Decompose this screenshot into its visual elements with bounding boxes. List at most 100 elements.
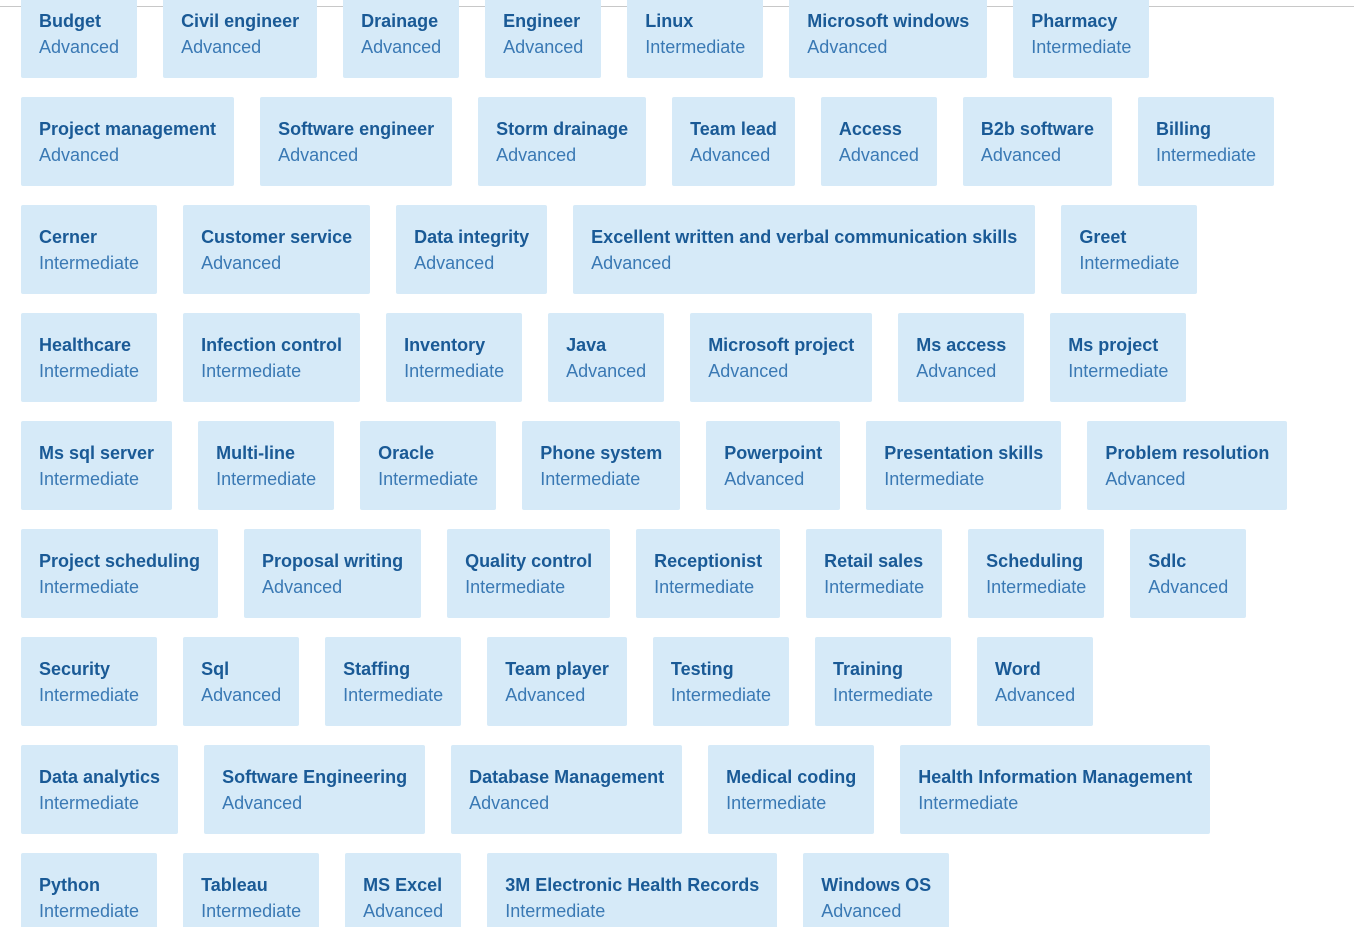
skill-name: Quality control [465, 551, 593, 571]
skill-level: Advanced [821, 901, 902, 921]
skill-name: Word [995, 659, 1041, 679]
skill-level: Intermediate [201, 361, 302, 381]
skill-level: Advanced [201, 685, 282, 705]
skill-name: Budget [39, 11, 101, 31]
skill-level: Intermediate [540, 469, 641, 489]
skill-level: Advanced [201, 253, 282, 273]
skill-name: Excellent written and verbal communicati… [591, 227, 1018, 247]
skill-name: 3M Electronic Health Records [505, 875, 760, 895]
skill-name: Ms access [916, 335, 1007, 355]
skill-name: Infection control [201, 335, 343, 355]
skill-level: Intermediate [343, 685, 444, 705]
skill-name: Data analytics [39, 767, 161, 787]
skill-name: Storm drainage [496, 119, 629, 139]
skill-name: Training [832, 659, 903, 679]
skill-name: Sql [201, 659, 230, 679]
skill-name: Pharmacy [1031, 11, 1118, 31]
skill-name: Powerpoint [724, 443, 823, 463]
skill-level: Advanced [222, 793, 303, 813]
skill-name: Access [838, 119, 902, 139]
skill-name: B2b software [980, 119, 1094, 139]
skill-level: Advanced [1148, 577, 1229, 597]
skill-name: Retail sales [824, 551, 924, 571]
skill-name: Java [566, 335, 607, 355]
skill-level: Intermediate [39, 793, 140, 813]
skill-name: Staffing [343, 659, 411, 679]
skill-level: Intermediate [1079, 253, 1180, 273]
skill-level: Advanced [690, 145, 771, 165]
skill-name: Cerner [39, 227, 98, 247]
skill-level: Intermediate [726, 793, 827, 813]
skill-name: Proposal writing [262, 551, 404, 571]
skill-name: Security [39, 659, 111, 679]
skill-name: Health Information Management [918, 767, 1193, 787]
skill-level: Advanced [363, 901, 444, 921]
skill-level: Advanced [591, 253, 672, 273]
skill-level: Intermediate [986, 577, 1087, 597]
skill-name: Healthcare [39, 335, 132, 355]
skill-level: Intermediate [645, 37, 746, 57]
skill-tag[interactable]: Excellent written and verbal communicati… [573, 205, 1036, 294]
